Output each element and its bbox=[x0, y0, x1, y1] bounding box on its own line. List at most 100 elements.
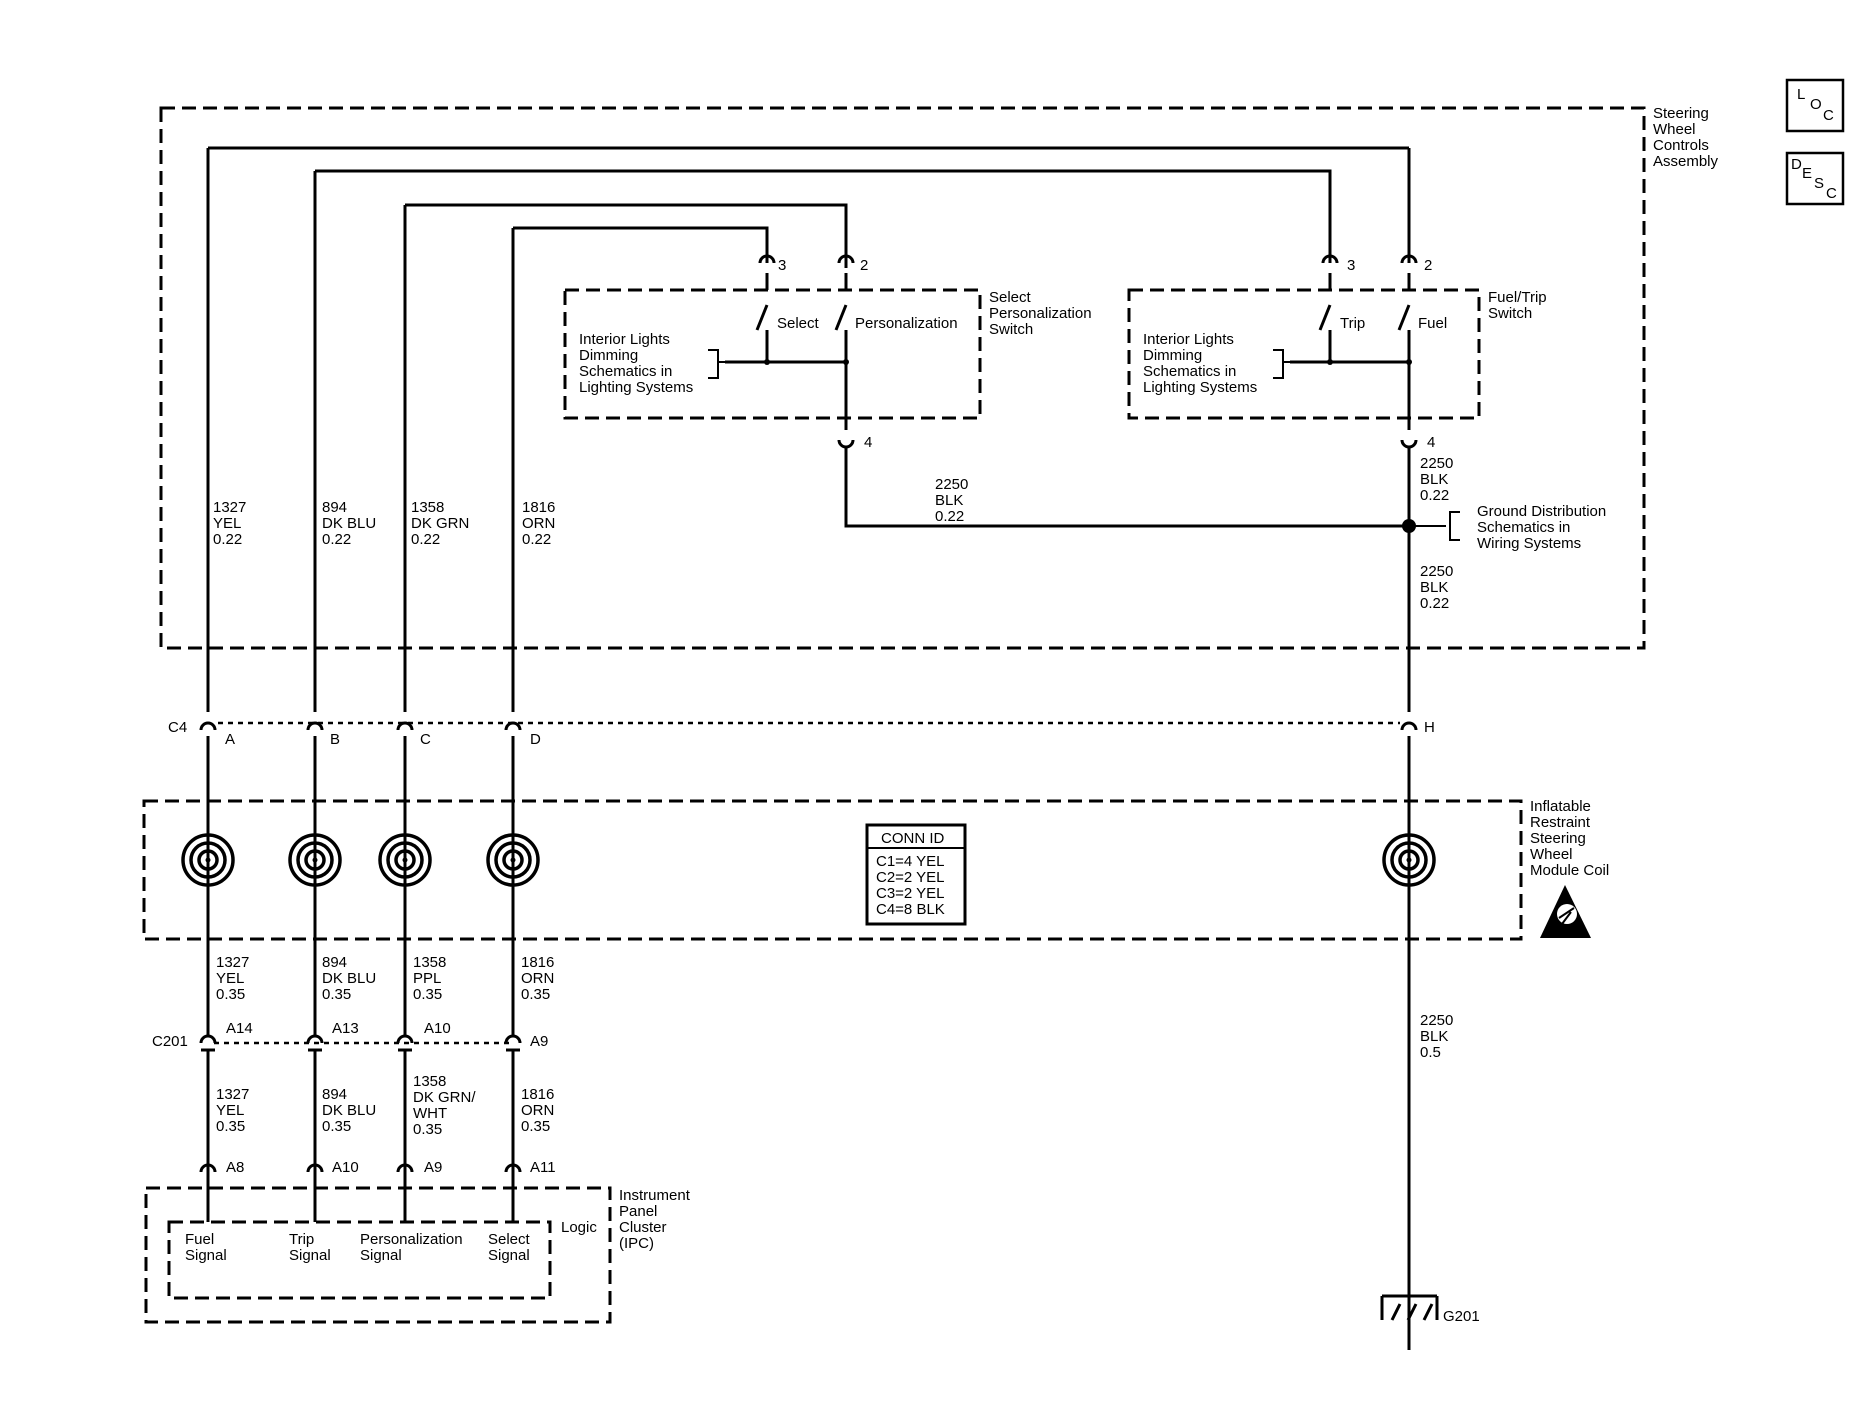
svg-text:Lighting Systems: Lighting Systems bbox=[1143, 379, 1257, 396]
svg-text:DK GRN/: DK GRN/ bbox=[413, 1089, 476, 1106]
ipc-fuel-signal: Fuel Signal bbox=[185, 1231, 227, 1264]
svg-text:BLK: BLK bbox=[1420, 471, 1448, 488]
svg-text:B: B bbox=[330, 731, 340, 748]
svg-text:A10: A10 bbox=[332, 1159, 359, 1176]
label-yel-mid: 1327 YEL 0.35 bbox=[216, 954, 249, 1003]
svg-text:0.35: 0.35 bbox=[216, 1118, 245, 1135]
svg-text:C4=8 BLK: C4=8 BLK bbox=[876, 901, 945, 918]
svg-text:A11: A11 bbox=[530, 1159, 556, 1176]
svg-text:1816: 1816 bbox=[521, 954, 554, 971]
ground-distribution-ref: Ground Distribution Schematics in Wiring… bbox=[1477, 503, 1606, 552]
select-switch-pin4: 4 bbox=[837, 418, 872, 451]
svg-text:3: 3 bbox=[1347, 257, 1355, 274]
svg-text:0.35: 0.35 bbox=[322, 1118, 351, 1135]
svg-text:D: D bbox=[1791, 156, 1802, 173]
svg-text:C: C bbox=[1823, 107, 1834, 124]
restraint-coil-box bbox=[142, 799, 1523, 941]
desc-button[interactable]: D E S C bbox=[1785, 151, 1845, 206]
svg-text:1327: 1327 bbox=[213, 499, 246, 516]
fuel-switch-pin4: 4 bbox=[1400, 418, 1435, 451]
steering-wheel-controls-box bbox=[159, 106, 1646, 650]
svg-text:0.22: 0.22 bbox=[1420, 487, 1449, 504]
svg-text:Switch: Switch bbox=[1488, 305, 1532, 322]
loc-button[interactable]: L O C bbox=[1785, 78, 1845, 133]
ipc-trip-signal: Trip Signal bbox=[289, 1231, 331, 1264]
label-orn-mid: 1816 ORN 0.35 bbox=[521, 954, 554, 1003]
svg-text:Personalization: Personalization bbox=[855, 315, 958, 332]
coil-spiral-d bbox=[486, 833, 540, 887]
instrument-panel-cluster-box bbox=[144, 1186, 612, 1324]
svg-text:Select: Select bbox=[777, 315, 820, 332]
label-ppl-mid: 1358 PPL 0.35 bbox=[413, 954, 446, 1003]
svg-text:Lighting Systems: Lighting Systems bbox=[579, 379, 693, 396]
svg-text:Inflatable: Inflatable bbox=[1530, 798, 1591, 815]
logic-label: Logic bbox=[561, 1219, 597, 1236]
svg-text:PPL: PPL bbox=[413, 970, 441, 987]
svg-text:O: O bbox=[1810, 96, 1822, 113]
label-dkblu-upper: 894 DK BLU 0.22 bbox=[322, 499, 376, 548]
svg-text:1816: 1816 bbox=[522, 499, 555, 516]
svg-text:Trip: Trip bbox=[289, 1231, 314, 1248]
svg-text:C4: C4 bbox=[168, 719, 187, 736]
svg-text:Dimming: Dimming bbox=[579, 347, 638, 364]
svg-text:(IPC): (IPC) bbox=[619, 1235, 654, 1252]
svg-text:0.22: 0.22 bbox=[522, 531, 551, 548]
svg-text:A13: A13 bbox=[332, 1020, 359, 1037]
svg-text:0.22: 0.22 bbox=[213, 531, 242, 548]
label-blk-switch-ground: 2250 BLK 0.22 bbox=[935, 476, 968, 525]
svg-text:L: L bbox=[1797, 86, 1805, 103]
svg-text:DK BLU: DK BLU bbox=[322, 970, 376, 987]
svg-text:0.35: 0.35 bbox=[216, 986, 245, 1003]
svg-text:2250: 2250 bbox=[1420, 563, 1453, 580]
svg-text:WHT: WHT bbox=[413, 1105, 447, 1122]
svg-text:Instrument: Instrument bbox=[619, 1187, 691, 1204]
svg-text:894: 894 bbox=[322, 1086, 347, 1103]
svg-text:A10: A10 bbox=[424, 1020, 451, 1037]
conn-id-table: CONN ID C1=4 YEL C2=2 YEL C3=2 YEL C4=8 … bbox=[865, 823, 967, 926]
svg-text:C201: C201 bbox=[152, 1033, 188, 1050]
svg-text:Signal: Signal bbox=[488, 1247, 530, 1264]
svg-text:0.35: 0.35 bbox=[521, 1118, 550, 1135]
svg-text:E: E bbox=[1802, 165, 1812, 182]
svg-text:2: 2 bbox=[860, 257, 868, 274]
trip-switch: 3 Trip bbox=[1318, 254, 1365, 362]
svg-text:G201: G201 bbox=[1443, 1308, 1480, 1325]
label-blk-to-c4: 2250 BLK 0.22 bbox=[1420, 563, 1453, 612]
label-orn-upper: 1816 ORN 0.22 bbox=[522, 499, 555, 548]
wire-dk-grn bbox=[403, 203, 848, 712]
svg-text:ORN: ORN bbox=[521, 970, 554, 987]
switch-ground-wire bbox=[844, 447, 1409, 528]
interior-lights-ref-right: Interior Lights Dimming Schematics in Li… bbox=[1143, 331, 1257, 396]
label-dkblu-mid: 894 DK BLU 0.35 bbox=[322, 954, 376, 1003]
svg-text:CONN ID: CONN ID bbox=[881, 830, 945, 847]
svg-text:0.22: 0.22 bbox=[935, 508, 964, 525]
svg-text:Personalization: Personalization bbox=[989, 305, 1092, 322]
svg-text:0.22: 0.22 bbox=[322, 531, 351, 548]
fuel-switch: 2 Fuel bbox=[1397, 254, 1447, 418]
svg-text:Select: Select bbox=[989, 289, 1032, 306]
svg-text:Fuel: Fuel bbox=[185, 1231, 214, 1248]
svg-text:BLK: BLK bbox=[935, 492, 963, 509]
svg-text:DK BLU: DK BLU bbox=[322, 515, 376, 532]
svg-text:A9: A9 bbox=[530, 1033, 548, 1050]
wire-yel bbox=[206, 146, 1409, 712]
svg-text:2250: 2250 bbox=[935, 476, 968, 493]
personalization-switch: 2 Personalization bbox=[834, 254, 958, 418]
svg-text:C1=4 YEL: C1=4 YEL bbox=[876, 853, 945, 870]
svg-text:0.22: 0.22 bbox=[1420, 595, 1449, 612]
svg-text:Schematics in: Schematics in bbox=[1143, 363, 1236, 380]
svg-text:Steering: Steering bbox=[1530, 830, 1586, 847]
interior-lights-ref-left: Interior Lights Dimming Schematics in Li… bbox=[579, 331, 693, 396]
svg-text:894: 894 bbox=[322, 954, 347, 971]
logic-box bbox=[167, 1220, 552, 1300]
svg-text:YEL: YEL bbox=[216, 970, 244, 987]
wire-dk-blu bbox=[313, 169, 1332, 712]
svg-text:Signal: Signal bbox=[289, 1247, 331, 1264]
svg-text:Restraint: Restraint bbox=[1530, 814, 1591, 831]
svg-text:Trip: Trip bbox=[1340, 315, 1365, 332]
svg-text:0.22: 0.22 bbox=[411, 531, 440, 548]
instrument-panel-cluster-label: Instrument Panel Cluster (IPC) bbox=[619, 1187, 691, 1252]
svg-text:Signal: Signal bbox=[360, 1247, 402, 1264]
svg-text:1358: 1358 bbox=[411, 499, 444, 516]
svg-text:Schematics in: Schematics in bbox=[1477, 519, 1570, 536]
